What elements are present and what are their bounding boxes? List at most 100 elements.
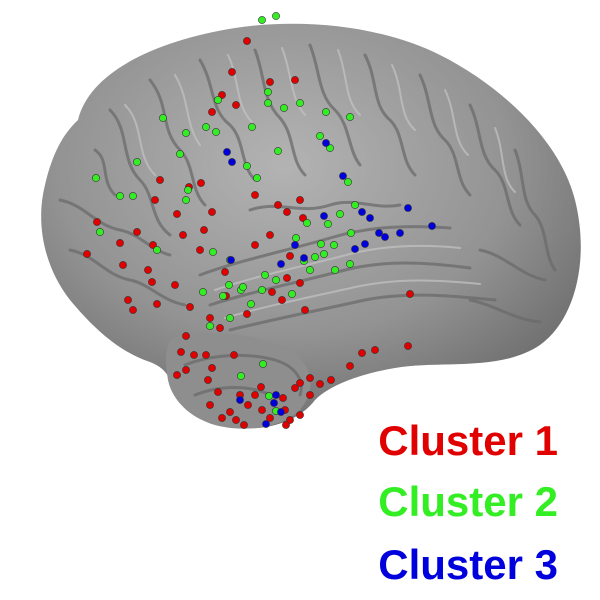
cluster-2-electrode bbox=[253, 174, 261, 182]
cluster-2-electrode bbox=[153, 246, 161, 254]
cluster-3-electrode bbox=[351, 245, 359, 253]
cluster-2-electrode bbox=[296, 99, 304, 107]
cluster-1-electrode bbox=[226, 408, 234, 416]
cluster-2-electrode bbox=[347, 229, 355, 237]
cluster-3-electrode bbox=[262, 420, 270, 428]
cluster-1-electrode bbox=[301, 306, 309, 314]
cluster-2-electrode bbox=[303, 219, 311, 227]
cluster-2-electrode bbox=[212, 128, 220, 136]
cluster-2-electrode bbox=[306, 266, 314, 274]
cluster-2-electrode bbox=[261, 271, 269, 279]
cluster-1-electrode bbox=[208, 208, 216, 216]
cluster-1-electrode bbox=[274, 201, 282, 209]
cluster-1-electrode bbox=[151, 196, 159, 204]
cluster-2-electrode bbox=[288, 290, 296, 298]
cluster-1-electrode bbox=[182, 366, 190, 374]
cluster-3-electrode bbox=[358, 208, 366, 216]
cluster-1-electrode bbox=[148, 278, 156, 286]
cluster-3-electrode bbox=[227, 256, 235, 264]
cluster-2-electrode bbox=[351, 201, 359, 209]
cluster-2-electrode bbox=[346, 260, 354, 268]
cluster-2-electrode bbox=[316, 132, 324, 140]
cluster-2-electrode bbox=[92, 174, 100, 182]
cluster-3-electrode bbox=[277, 408, 285, 416]
cluster-2-electrode bbox=[258, 16, 266, 24]
cluster-1-electrode bbox=[286, 252, 294, 260]
cluster-2-electrode bbox=[96, 228, 104, 236]
cluster-2-electrode bbox=[274, 147, 282, 155]
cluster-3-electrode bbox=[320, 212, 328, 220]
cluster-2-electrode bbox=[199, 288, 207, 296]
brain-hemisphere bbox=[41, 23, 581, 429]
cluster-2-electrode bbox=[322, 108, 330, 116]
cluster-1-electrode bbox=[186, 303, 194, 311]
cluster-2-electrode bbox=[331, 266, 339, 274]
cluster-1-electrode bbox=[83, 250, 91, 258]
cluster-1-electrode bbox=[177, 348, 185, 356]
cluster-1-electrode bbox=[197, 179, 205, 187]
legend-cluster-3: Cluster 3 bbox=[378, 541, 558, 588]
cluster-1-electrode bbox=[266, 231, 274, 239]
cluster-1-electrode bbox=[306, 374, 314, 382]
cluster-2-electrode bbox=[247, 300, 255, 308]
cluster-2-electrode bbox=[272, 12, 280, 20]
cluster-1-electrode bbox=[296, 411, 304, 419]
cluster-2-electrode bbox=[292, 234, 300, 242]
cluster-1-electrode bbox=[173, 210, 181, 218]
cluster-2-electrode bbox=[182, 129, 190, 137]
cluster-1-electrode bbox=[327, 376, 335, 384]
cluster-2-electrode bbox=[243, 162, 251, 170]
cluster-1-electrode bbox=[243, 310, 251, 318]
cluster-2-electrode bbox=[225, 281, 233, 289]
cluster-3-electrode bbox=[366, 214, 374, 222]
cluster-1-electrode bbox=[346, 362, 354, 370]
legend-cluster-2: Cluster 2 bbox=[378, 478, 558, 525]
cluster-1-electrode bbox=[258, 406, 266, 414]
cluster-1-electrode bbox=[296, 379, 304, 387]
cluster-1-electrode bbox=[204, 376, 212, 384]
cluster-1-electrode bbox=[202, 351, 210, 359]
cluster-1-electrode bbox=[251, 241, 259, 249]
cluster-2-electrode bbox=[259, 360, 267, 368]
cluster-2-electrode bbox=[336, 210, 344, 218]
cluster-1-electrode bbox=[306, 391, 314, 399]
cluster-1-electrode bbox=[282, 421, 290, 429]
cluster-1-electrode bbox=[119, 261, 127, 269]
cluster-3-electrode bbox=[236, 396, 244, 404]
cluster-1-electrode bbox=[358, 349, 366, 357]
cluster-1-electrode bbox=[251, 391, 259, 399]
cluster-2-electrode bbox=[184, 186, 192, 194]
cluster-2-electrode bbox=[219, 292, 227, 300]
cluster-2-electrode bbox=[214, 96, 222, 104]
cluster-1-electrode bbox=[268, 288, 276, 296]
cluster-1-electrode bbox=[296, 196, 304, 204]
cluster-2-electrode bbox=[226, 314, 234, 322]
cluster-1-electrode bbox=[182, 332, 190, 340]
cluster-2-electrode bbox=[265, 392, 273, 400]
cluster-2-electrode bbox=[344, 178, 352, 186]
cluster-2-electrode bbox=[206, 322, 214, 330]
cluster-1-electrode bbox=[216, 324, 224, 332]
cluster-1-electrode bbox=[232, 416, 240, 424]
cluster-1-electrode bbox=[283, 274, 291, 282]
cluster-1-electrode bbox=[291, 384, 299, 392]
cluster-2-electrode bbox=[209, 248, 217, 256]
cluster-2-electrode bbox=[311, 253, 319, 261]
cluster-2-electrode bbox=[346, 113, 354, 121]
cluster-1-electrode bbox=[278, 296, 286, 304]
cluster-2-electrode bbox=[237, 372, 245, 380]
cluster-1-electrode bbox=[244, 401, 252, 409]
cluster-2-electrode bbox=[129, 192, 137, 200]
cluster-2-electrode bbox=[272, 276, 280, 284]
cluster-1-electrode bbox=[371, 346, 379, 354]
cluster-3-electrode bbox=[375, 229, 383, 237]
cluster-1-electrode bbox=[232, 101, 240, 109]
cluster-2-electrode bbox=[258, 286, 266, 294]
cluster-1-electrode bbox=[173, 371, 181, 379]
cluster-2-electrode bbox=[239, 283, 247, 291]
cluster-1-electrode bbox=[257, 383, 265, 391]
cluster-3-electrode bbox=[223, 148, 231, 156]
cluster-3-electrodes bbox=[223, 139, 436, 428]
cluster-3-electrode bbox=[428, 222, 436, 230]
